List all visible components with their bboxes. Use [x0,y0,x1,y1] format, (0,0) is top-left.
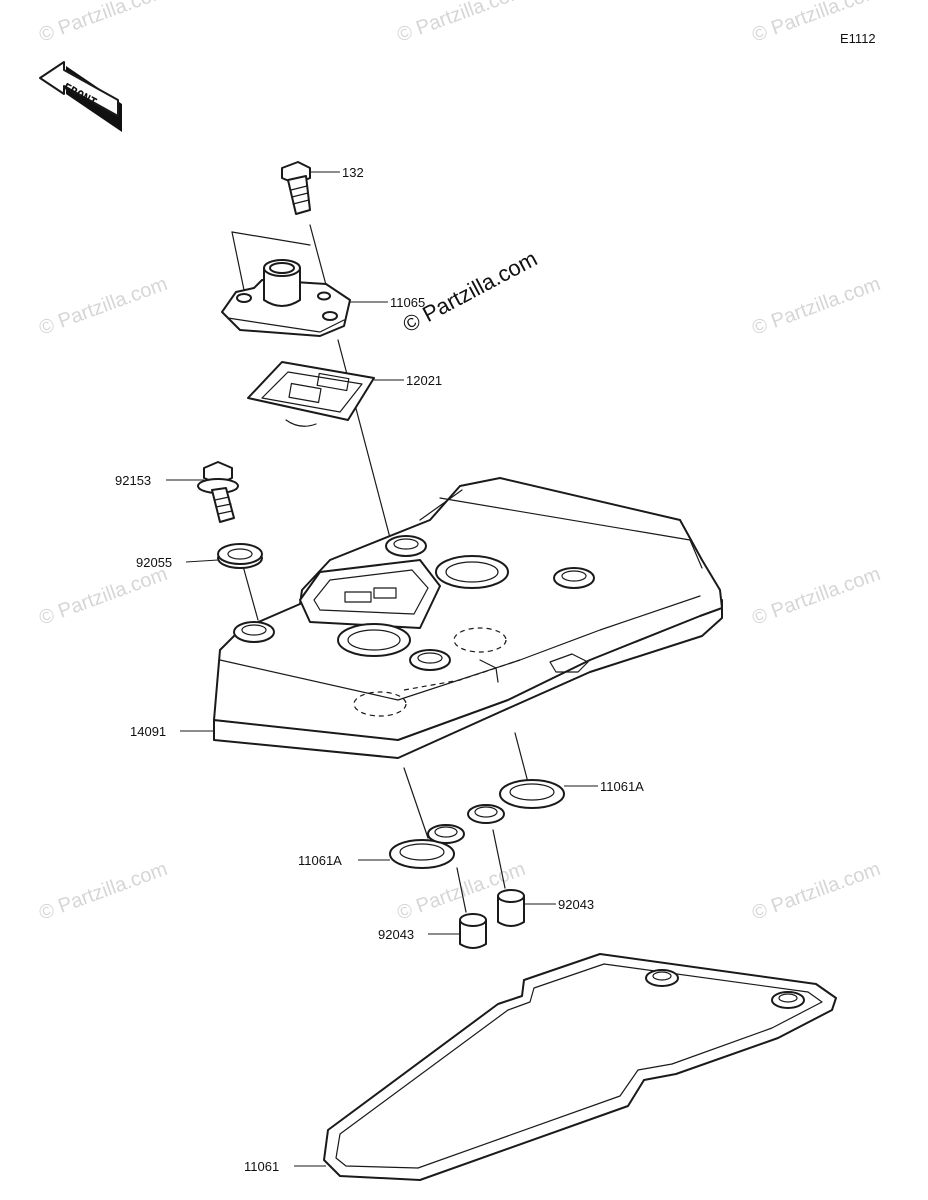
label-11065: 11065 [390,295,425,310]
watermark-2: © Partzilla.com [394,0,528,47]
label-11061: 11061 [244,1159,279,1174]
watermark-9: © Partzilla.com [36,858,170,925]
label-132: 132 [342,165,364,180]
watermark-8: © Partzilla.com [749,563,883,630]
watermark-11: © Partzilla.com [749,858,883,925]
label-14091: 14091 [130,724,166,739]
watermark-4: © Partzilla.com [36,273,170,340]
watermark-6: © Partzilla.com [36,563,170,630]
label-92043-left: 92043 [378,927,414,942]
label-92153: 92153 [115,473,151,488]
oring-11061A-right-icon [467,779,565,824]
watermark-5: © Partzilla.com [749,273,883,340]
watermarks: © Partzilla.com © Partzilla.com © Partzi… [36,0,883,925]
grommet-92055-icon [217,543,263,569]
label-92055: 92055 [136,555,172,570]
breather-cover-11065-icon [221,259,351,337]
gasket-12021-icon [247,361,375,427]
watermark-1: © Partzilla.com [36,0,170,47]
label-11061A-left: 11061A [298,853,342,868]
leader-lines [166,171,598,1167]
label-12021: 12021 [406,373,442,388]
front-arrow-icon: FRONT [39,61,122,132]
label-11061A-right: 11061A [600,779,644,794]
part-labels: 132 11065 12021 92153 92055 14091 11061A… [115,165,644,1174]
center-watermark: © Partzilla.com [399,246,542,338]
gasket-11061-icon [323,953,837,1181]
cylinder-head-cover-14091-icon [213,477,723,759]
bolt-132-icon [281,161,311,215]
label-92043-right: 92043 [558,897,594,912]
bolt-92153-icon [197,461,239,523]
dowel-92043-left-icon [459,913,487,949]
dowel-92043-right-icon [497,889,525,927]
diagram-code: E1112 [840,31,876,46]
oring-11061A-left-icon [389,824,465,869]
